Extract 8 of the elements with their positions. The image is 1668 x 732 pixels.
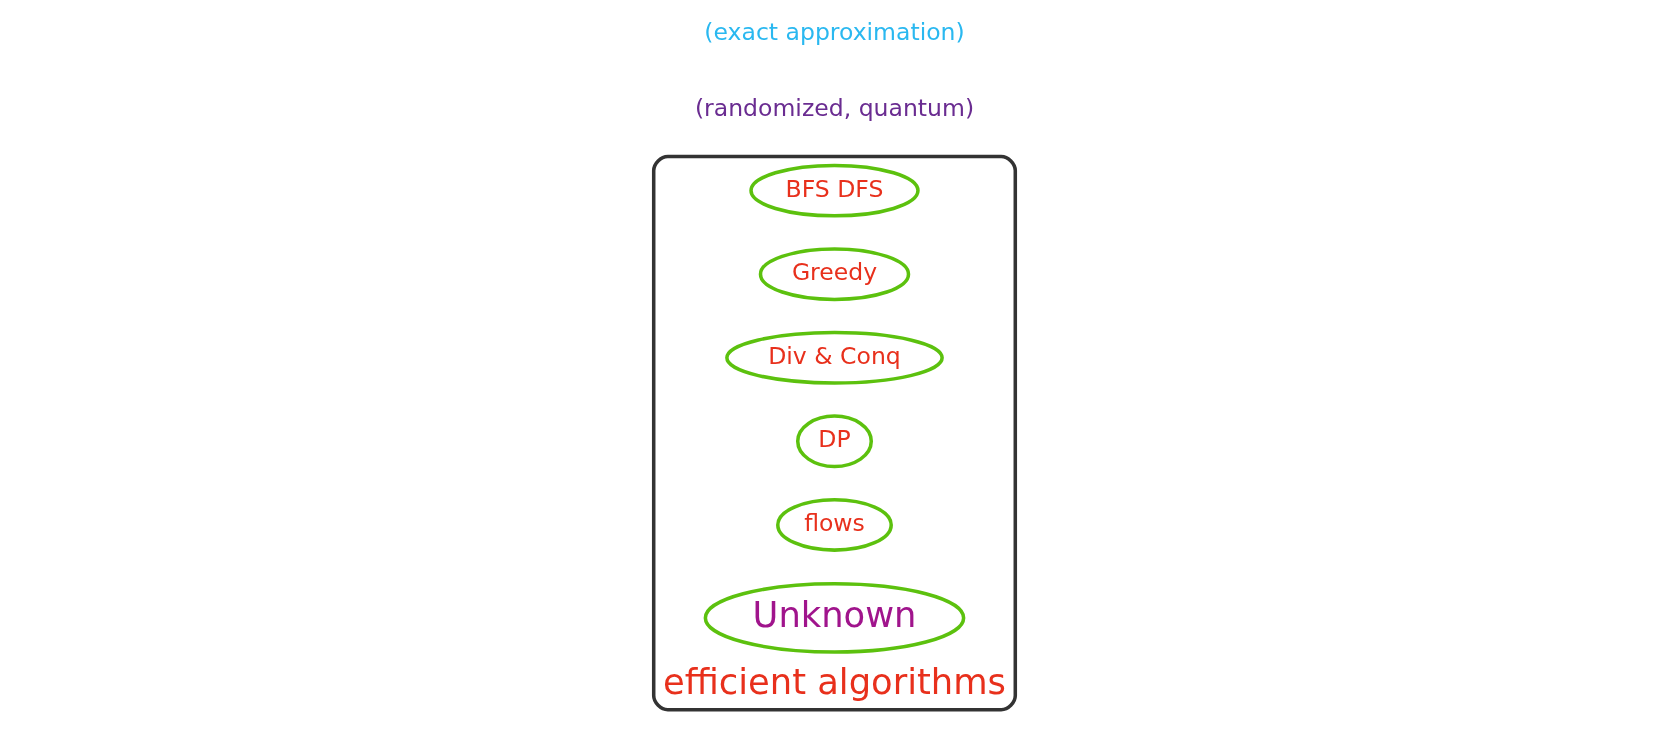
label: (exact approximation) <box>703 17 965 46</box>
node-ellipse: flows <box>775 497 893 552</box>
node-ellipse: DP <box>795 414 873 469</box>
label: (randomized, quantum) <box>694 94 974 123</box>
node-ellipse: BFS DFS <box>748 163 920 218</box>
node-ellipse: Unknown <box>703 582 965 654</box>
node-ellipse: Greedy <box>758 247 910 302</box>
node-ellipse: Div & Conq <box>724 330 944 385</box>
